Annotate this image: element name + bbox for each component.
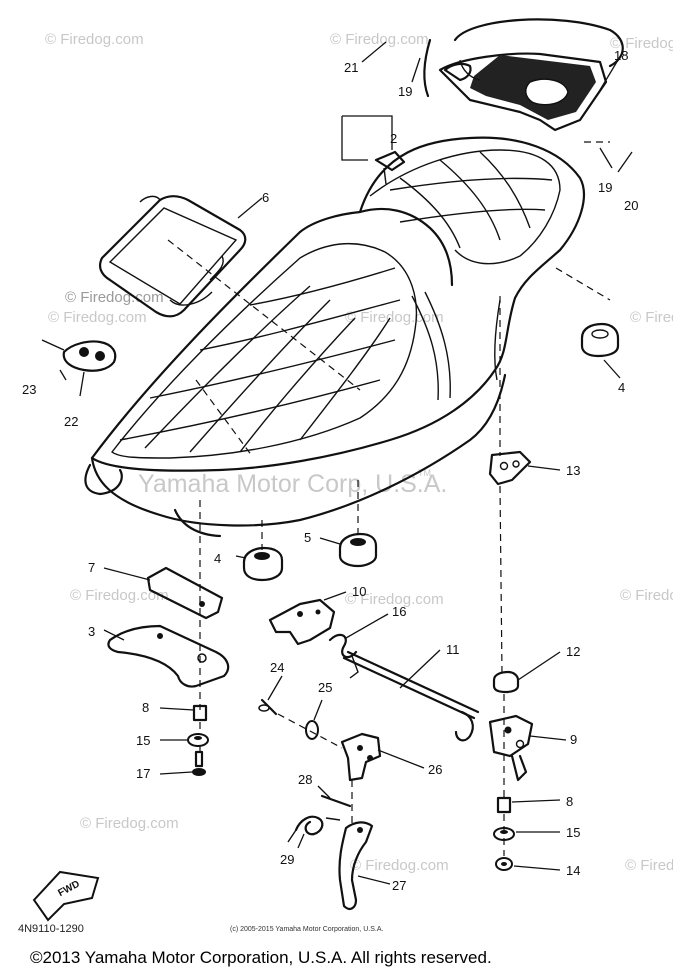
watermark-yamaha: Yamaha Motor Corp, U.S.A.	[138, 470, 447, 498]
fwd-arrow: FWD	[32, 870, 100, 922]
callout: 24	[270, 660, 284, 675]
callout: 28	[298, 772, 312, 787]
grab-bar	[423, 18, 624, 132]
watermark-tm: TM	[418, 468, 431, 478]
callout: 9	[570, 732, 577, 747]
callout: 11	[446, 642, 460, 657]
washer-15-right	[493, 827, 515, 841]
bracket-9	[488, 714, 534, 782]
collar-8-right	[496, 796, 512, 814]
callout: 2	[390, 131, 397, 146]
watermark: © Firedog.com	[80, 815, 179, 832]
bracket-3	[107, 624, 230, 688]
callout: 4	[618, 380, 625, 395]
pin-24	[258, 698, 278, 716]
callout: 16	[392, 604, 406, 619]
watermark: © Firedog.com	[350, 857, 449, 874]
copyright-notice: ©2013 Yamaha Motor Corporation, U.S.A. A…	[30, 948, 492, 967]
bracket-2	[341, 115, 406, 185]
bracket-13	[488, 450, 532, 486]
watermark: © Firedog.com	[70, 587, 169, 604]
watermark: © Firedog.com	[48, 309, 147, 326]
lever-27	[338, 821, 374, 910]
callout: 18	[614, 48, 628, 63]
callout: 15	[136, 733, 150, 748]
callout: 22	[64, 414, 78, 429]
spring-16	[328, 633, 359, 679]
watermark-layer: © Firedog.com © Firedog.com © Firedog.co…	[45, 31, 673, 874]
pin-28	[320, 794, 352, 808]
callout: 5	[304, 530, 311, 545]
callout: 7	[88, 560, 95, 575]
callout: 8	[142, 700, 149, 715]
spring-29	[287, 815, 341, 843]
callout: 29	[280, 852, 294, 867]
watermark: © Firedog.com	[630, 309, 673, 326]
washer-15-left	[187, 733, 209, 747]
watermark: © Firedog.com	[65, 289, 164, 306]
damper-4-upper	[580, 322, 620, 358]
callout: 6	[262, 190, 269, 205]
callout: 20	[624, 198, 638, 213]
damper-12	[492, 670, 520, 694]
watermark: © Firedog.com	[330, 31, 429, 48]
watermark: © Firedog.com	[625, 857, 673, 874]
seat-assembly	[84, 136, 585, 538]
damper-4-lower	[242, 546, 284, 582]
callout: 15	[566, 825, 580, 840]
bracket-26	[340, 732, 382, 782]
watermark: © Firedog.com	[610, 35, 673, 52]
plate-6	[99, 195, 247, 318]
callout: 17	[136, 766, 150, 781]
rod-11	[342, 650, 480, 742]
damper-5	[338, 532, 378, 568]
watermark: © Firedog.com	[620, 587, 673, 604]
collar-8-left	[192, 704, 208, 722]
watermark: © Firedog.com	[345, 309, 444, 326]
callout: 3	[88, 624, 95, 639]
part-22	[41, 339, 117, 372]
copyright-small: (c) 2005-2015 Yamaha Motor Corporation, …	[230, 926, 383, 933]
callout: 13	[566, 463, 580, 478]
watermark: © Firedog.com	[345, 591, 444, 608]
collar-25	[305, 720, 319, 740]
callout: 23	[22, 382, 36, 397]
diagram-code: 4N9110-1290	[18, 923, 84, 935]
callout: 25	[318, 680, 332, 695]
nut-14	[495, 857, 513, 871]
callout: 19	[398, 84, 412, 99]
watermark: © Firedog.com	[45, 31, 144, 48]
callout: 27	[392, 878, 406, 893]
callout: 12	[566, 644, 580, 659]
leader-lines	[59, 41, 633, 885]
callout-labels: 21 19 2 18 6 19 20 23 22 4 13 4 5 7 10 1…	[22, 48, 638, 893]
callout: 26	[428, 762, 442, 777]
callout: 4	[214, 551, 221, 566]
callout: 21	[344, 60, 358, 75]
bolt-17	[192, 750, 206, 776]
callout: 8	[566, 794, 573, 809]
assembly-lines	[167, 141, 611, 856]
callout: 14	[566, 863, 580, 878]
bracket-10	[268, 598, 336, 646]
callout: 10	[352, 584, 366, 599]
callout: 19	[598, 180, 612, 195]
